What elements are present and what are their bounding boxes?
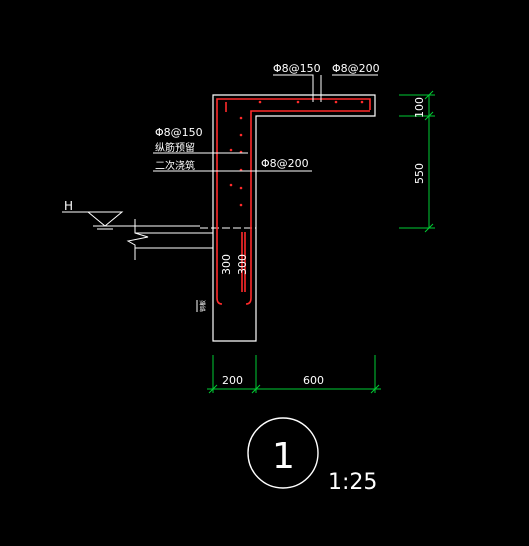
concrete-outline [212,94,376,342]
label-rebar-top-right: Φ8@200 [332,62,380,75]
leader-lines [153,74,378,172]
dim-bottom-right: 600 [303,374,324,387]
dimension-right [399,90,435,233]
dim-wall-height: 550 [413,163,426,184]
dim-bottom-left: 200 [222,374,243,387]
ground-break-line [126,219,213,260]
rebar-inner [250,110,370,298]
label-rebar-top-left: Φ8@150 [273,62,321,75]
label-rebar-mid: Φ8@200 [261,157,309,170]
label-water-level: H [64,199,73,213]
rebar-outer [216,98,371,298]
dimension-bottom [207,355,381,394]
label-seg-2: 300 [236,254,249,275]
label-rebar-left-3: 二次浇筑 [155,159,195,172]
detail-scale: 1:25 [328,470,377,495]
detail-number: 1 [272,436,295,477]
detail-circle [247,417,319,489]
dim-top-thickness: 100 [413,97,426,118]
label-small-note: 钢板 [199,300,207,312]
rebar-group [216,98,371,305]
label-rebar-left-2: 纵筋预留 [155,141,195,154]
rebar-hook-right [245,297,252,305]
label-rebar-left-1: Φ8@150 [155,126,203,139]
water-level-symbol [62,211,200,230]
rebar-hook-left [216,297,223,305]
label-seg-1: 300 [220,254,233,275]
